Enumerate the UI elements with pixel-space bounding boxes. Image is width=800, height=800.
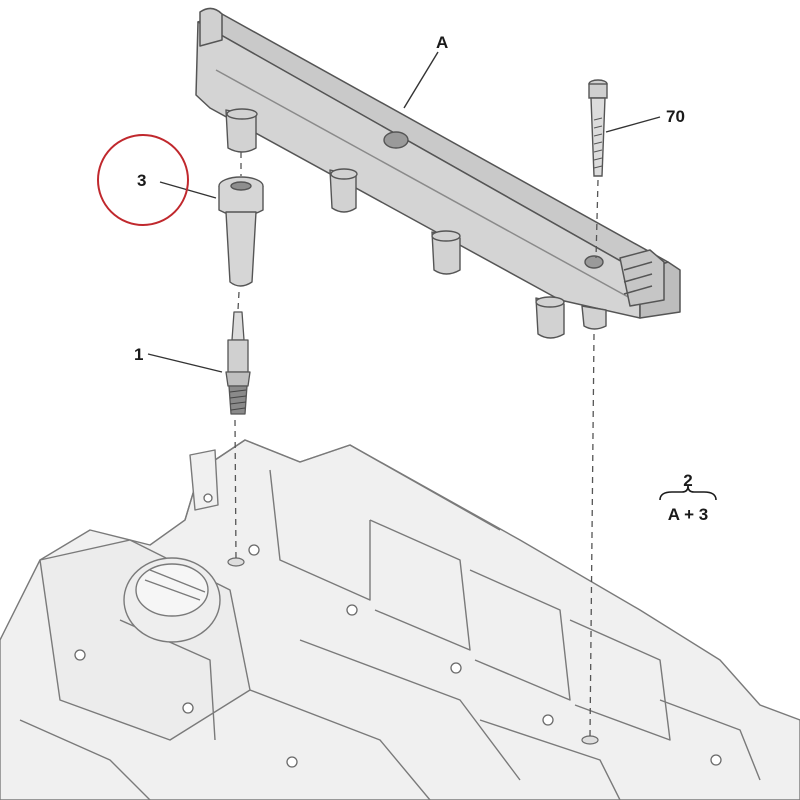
spark-plug	[225, 311, 251, 415]
alignment-lines	[234, 152, 599, 737]
oil-filler-cap	[123, 557, 221, 643]
ignition-coil-rail	[195, 7, 681, 319]
highlight-circle	[97, 134, 189, 226]
kit-annotation: 2 A + 3	[659, 471, 717, 524]
label-rail-a: A	[436, 33, 448, 52]
engine-valve-cover	[0, 439, 800, 800]
spark-plug-boot	[218, 176, 264, 287]
label-boot-3: 3	[137, 171, 146, 190]
label-spark-plug-1: 1	[134, 345, 143, 364]
label-kit-2: 2	[683, 471, 692, 490]
label-kit-formula: A + 3	[668, 505, 708, 524]
rail-front-bolt-hole	[584, 255, 604, 269]
brace-icon	[659, 485, 717, 501]
cover-bolt-holes	[74, 493, 722, 768]
label-bolt-70: 70	[666, 107, 685, 126]
leader-lines	[147, 51, 661, 373]
rail-bolt	[588, 79, 608, 177]
coil-towers	[225, 108, 607, 339]
rail-bolt-hole	[383, 131, 409, 149]
spark-plug-wells	[227, 557, 599, 745]
